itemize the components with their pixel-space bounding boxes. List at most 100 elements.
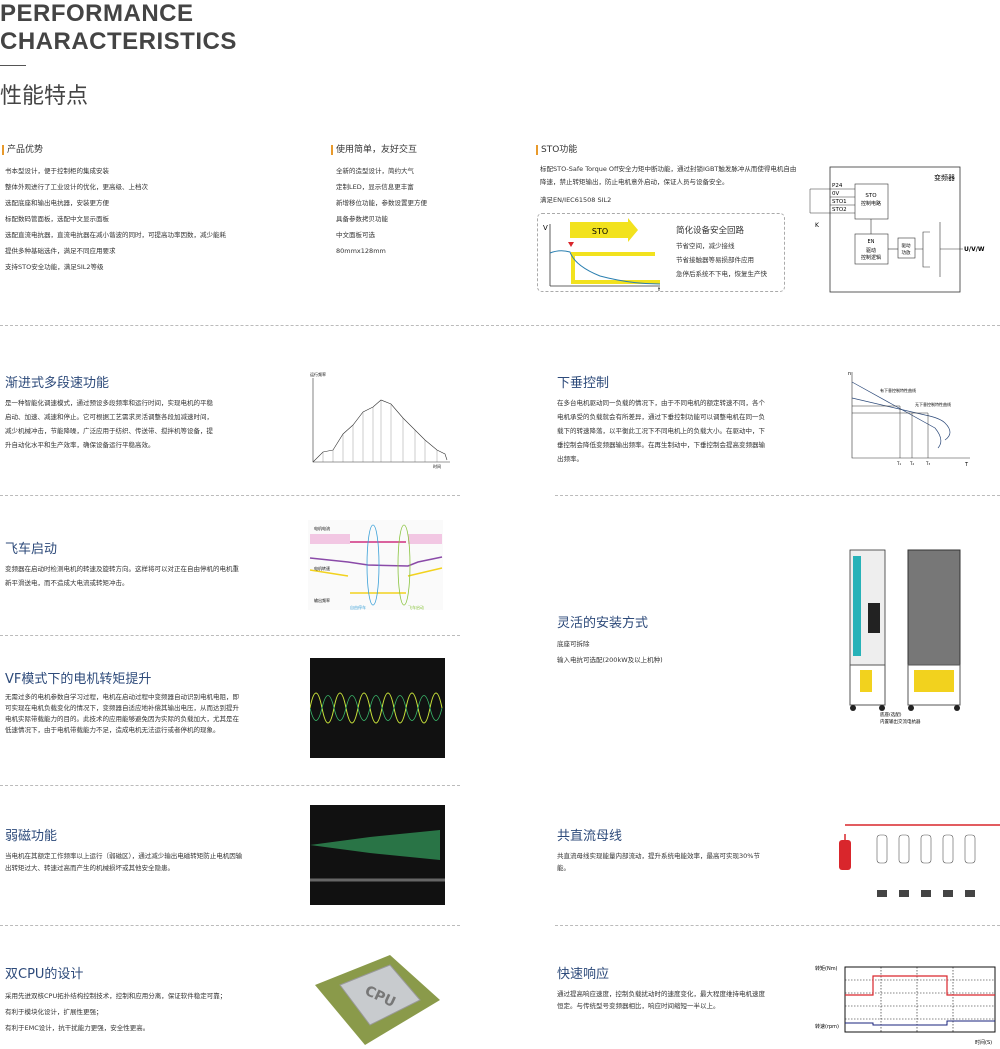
- list-item: 具备参数拷贝功能: [336, 215, 388, 223]
- usability-heading: 使用简单，友好交互: [331, 145, 417, 155]
- sto-box-list: 节省空间，减少接线 节省接触器等易损部件应用 急停后系统不下电，恢复生产快: [676, 239, 767, 281]
- mounting-list: 底座可拆除 输入电抗可选配(200kW及以上机种): [557, 636, 663, 668]
- vf-oscilloscope: [310, 658, 445, 758]
- list-item: 新增移位功能，参数设置更方便: [336, 199, 427, 207]
- list-item: 节省接触器等易损部件应用: [676, 256, 754, 264]
- vf-title: VF模式下的电机转矩提升: [5, 672, 152, 687]
- list-item: 节省空间，减少接线: [676, 242, 735, 250]
- list-item: 选配底座和输出电抗器，安装更方便: [5, 199, 109, 207]
- list-item: 标配数码管面板，选配中文显示面板: [5, 215, 109, 223]
- droop-title: 下垂控制: [557, 376, 610, 391]
- label-current: 电机电流: [314, 525, 330, 531]
- response-text: 通过提高响应速度，控制负载扰动时的速度变化，最大程度维持电机速度恒定。与传统型号…: [557, 990, 765, 1010]
- terminal-p24: P24: [832, 183, 843, 189]
- y-label: 运行频率: [310, 371, 326, 377]
- drive-amp-sub: 功放: [902, 249, 911, 256]
- list-item: 80mmx128mm: [336, 247, 386, 255]
- sto-box: STO V t 简化设备安全回路 节省空间，减少接线 节省接触器等易损部件应用 …: [537, 213, 785, 292]
- drive-logic: 驱动: [866, 247, 876, 254]
- flying-title: 飞车启动: [5, 542, 58, 557]
- output-label: U/V/W: [964, 246, 985, 253]
- fieldweak-text: 当电机在其额定工作频率以上运行（弱磁区），通过减少输出电磁转矩防止电机因输出转矩…: [5, 852, 243, 872]
- section-divider: [0, 325, 1000, 326]
- cpu-list: 采用先进双核CPU拓扑结构控制技术，控制和应用分离，保证软件稳定可靠； 有利于模…: [5, 988, 226, 1036]
- x-label: 时间(S): [975, 1039, 992, 1046]
- droop-text: 在多台电机驱动同一负载的情况下，由于不同电机的额定转速不同，各个电机承受的负载就…: [557, 399, 765, 463]
- droop-chart: n T 有下垂控制特性曲线 无下垂控制特性曲线 T₁ T₂ T₃: [848, 371, 970, 468]
- y2-label: 转速(rpm): [815, 1023, 839, 1030]
- section-divider: [555, 495, 1000, 496]
- list-item: 定制LED，显示信息更丰富: [336, 183, 414, 191]
- section-divider: [0, 925, 460, 926]
- flying-text: 变频器在启动时检测电机的转速及旋转方向。这样将可以对正在自由停机的电机重新平滑送…: [5, 565, 239, 587]
- section-divider: [0, 495, 460, 496]
- list-item: 提供多种基础选件，满足不同应用要求: [5, 247, 116, 255]
- list-item: 书本型设计，便于控制柜的集成安装: [5, 167, 109, 175]
- dcbus-diagram: [839, 824, 1000, 897]
- response-title: 快速响应: [557, 967, 610, 982]
- drive-amp: 驱动: [902, 242, 911, 249]
- list-item: 采用先进双核CPU拓扑结构控制技术，控制和应用分离，保证软件稳定可靠；: [5, 992, 227, 1000]
- inverter-label: 变频器: [934, 173, 955, 182]
- multispeed-title: 渐进式多段速功能: [5, 376, 110, 391]
- en-label: EN: [868, 239, 875, 245]
- drive-logic-sub: 控制逻辑: [861, 254, 881, 261]
- sto-heading: STO功能: [536, 145, 577, 155]
- title-line-2: CHARACTERISTICS: [0, 28, 237, 55]
- label-start: 飞车启动: [408, 604, 424, 610]
- list-item: 全新的造型设计，简约大气: [336, 167, 414, 175]
- fieldweak-oscilloscope: [310, 805, 445, 905]
- page-title-cn: 性能特点: [0, 84, 89, 109]
- advantages-list: 书本型设计，便于控制柜的集成安装 整体外观进行了工业设计的优化，更高级、上档次 …: [5, 163, 226, 275]
- list-item: 有利于EMC设计，抗干扰能力更强，安全性更高。: [5, 1024, 150, 1032]
- sto-standard: 满足EN/IEC61508 SIL2: [540, 196, 612, 204]
- label-speed: 电机转速: [314, 565, 330, 571]
- list-item: 有利于模块化设计，扩展性更强；: [5, 1008, 103, 1016]
- callout-reactor: 内置输出交流电抗器: [880, 718, 921, 725]
- list-item: 整体外观进行了工业设计的优化，更高级、上档次: [5, 183, 148, 191]
- mounting-title: 灵活的安装方式: [557, 616, 649, 631]
- x-label: 时间: [433, 463, 441, 469]
- list-item: 急停后系统不下电，恢复生产快: [676, 270, 767, 278]
- dcbus-title: 共直流母线: [557, 829, 623, 844]
- terminal-0v: 0V: [832, 191, 839, 197]
- flying-start-chart: 电机电流 电机转速 输出频率 自由停车 飞车启动: [308, 520, 443, 610]
- sto-graph: STO V t: [543, 218, 660, 291]
- y1-label: 转矩(Nm): [815, 965, 838, 972]
- fieldweak-title: 弱磁功能: [5, 829, 58, 844]
- sto-circuit-diagram: 变频器 STO 控制电路 P24 0V STO1 STO2 K EN 驱动 控制…: [809, 166, 985, 293]
- callout-base: 底座(选配): [880, 711, 902, 718]
- list-item: 中文面板可选: [336, 231, 375, 239]
- sto-arrow-label: STO: [592, 227, 608, 236]
- switch-label: K: [815, 222, 820, 229]
- label-coast: 自由停车: [350, 604, 366, 610]
- tick: T₁: [896, 461, 901, 466]
- tick: T₃: [925, 461, 930, 466]
- axis-t: T: [964, 462, 969, 468]
- sto-box-title: 简化设备安全回路: [676, 226, 745, 236]
- sto-block: STO: [865, 193, 877, 199]
- cpu-title: 双CPU的设计: [5, 967, 84, 982]
- title-line-1: PERFORMANCE: [0, 0, 194, 27]
- terminal-sto1: STO1: [832, 199, 847, 205]
- multispeed-chart: 运行频率 时间: [310, 371, 450, 469]
- terminal-sto2: STO2: [832, 207, 847, 213]
- curve-with-label: 有下垂控制特性曲线: [880, 387, 916, 393]
- axis-n: n: [848, 371, 851, 377]
- curve-without-label: 无下垂控制特性曲线: [915, 401, 951, 407]
- list-item: 支持STO安全功能，满足SIL2等级: [5, 263, 104, 271]
- axis-t: t: [658, 286, 660, 291]
- sto-text: 标配STO-Safe Torque Off安全力矩中断功能，通过封锁IGBT触发…: [540, 165, 797, 186]
- vf-text: 无需过多的电机参数自学习过程，电机在启动过程中变频器自动识别电机电阻，即可实现在…: [5, 693, 239, 734]
- sto-block-sub: 控制电路: [861, 200, 881, 207]
- list-item: 输入电抗可选配(200kW及以上机种): [557, 656, 663, 664]
- label-freq: 输出频率: [314, 597, 330, 603]
- list-item: 选配直流电抗器，直流电抗器在减小谐波的同时，可提高功率因数，减少能耗: [5, 231, 226, 239]
- tick: T₂: [909, 461, 914, 466]
- section-divider: [555, 925, 1000, 926]
- list-item: 底座可拆除: [557, 640, 590, 648]
- axis-v: V: [543, 224, 548, 232]
- response-chart: 转矩(Nm) 转速(rpm) 时间(S): [815, 965, 996, 1046]
- section-divider: [0, 785, 460, 786]
